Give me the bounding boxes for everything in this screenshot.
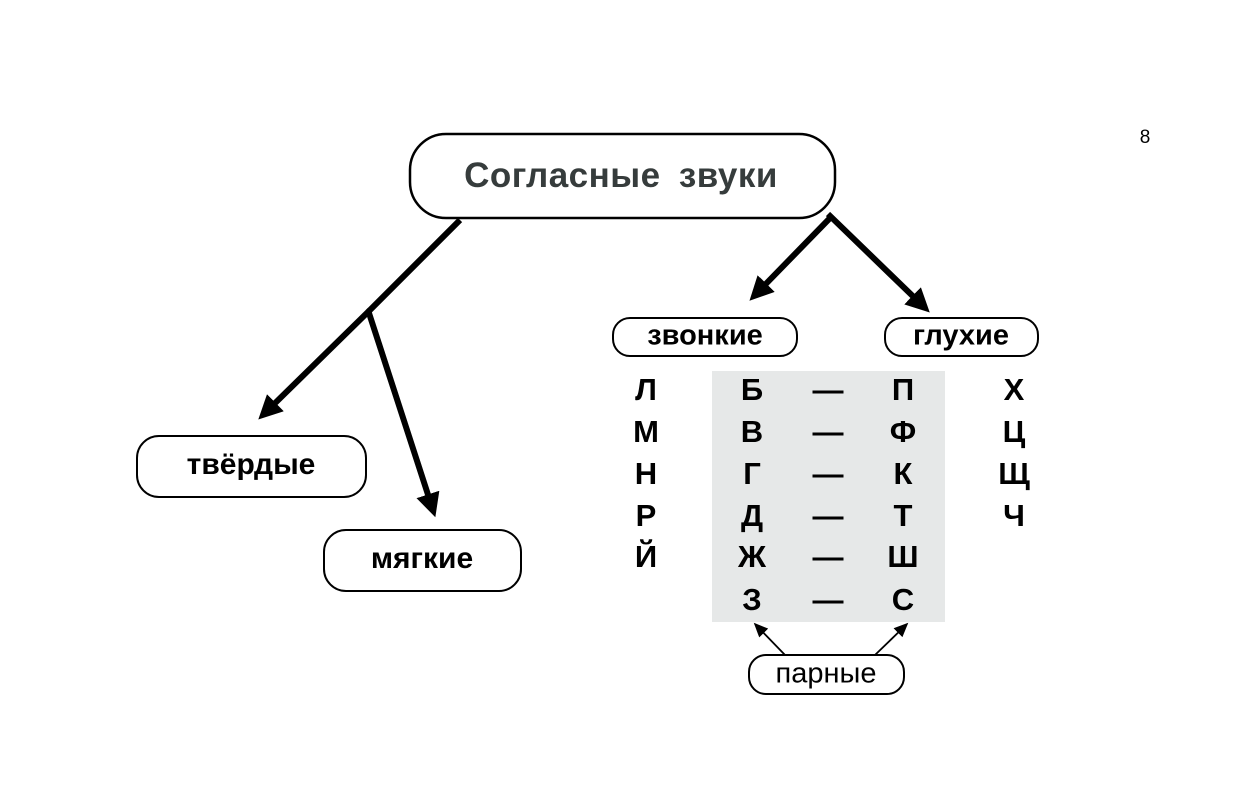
paired-voiceless-letter: Ф bbox=[889, 414, 917, 449]
arrow-soft bbox=[365, 309, 440, 518]
unpaired-voiceless-letter: Х bbox=[1003, 372, 1025, 407]
unpaired-voiced-letter: Й bbox=[634, 539, 658, 574]
hard-label: твёрдые bbox=[186, 448, 316, 481]
unpaired-voiced-letter: Л bbox=[635, 372, 657, 407]
paired-voiceless-letter: К bbox=[893, 456, 913, 491]
trunk-left bbox=[365, 217, 463, 315]
diagram-title: Согласные звуки bbox=[464, 156, 778, 195]
voiceless-label: глухие bbox=[913, 319, 1009, 352]
arrow-voiced bbox=[749, 213, 835, 301]
pair-dash: — bbox=[812, 498, 844, 533]
unpaired-voiced-letter: М bbox=[633, 414, 659, 449]
pair-dash: — bbox=[812, 456, 844, 491]
unpaired-voiceless-letter: Ц bbox=[1002, 414, 1026, 449]
pair-dash: — bbox=[812, 582, 844, 617]
unpaired-voiced-letter: Р bbox=[635, 498, 657, 533]
voiceless-box bbox=[884, 317, 1039, 357]
paired-box bbox=[748, 654, 905, 695]
paired-voiceless-letter: С bbox=[891, 582, 915, 617]
page-number: 8 bbox=[1139, 127, 1151, 148]
paired-voiced-letter: Д bbox=[740, 498, 764, 533]
paired-voiceless-letter: Т bbox=[893, 498, 913, 533]
paired-voiced-letter: В bbox=[740, 414, 764, 449]
paired-label: парные bbox=[775, 657, 877, 690]
pair-dash: — bbox=[812, 372, 844, 407]
paired-arrow-left bbox=[753, 622, 786, 656]
pair-dash: — bbox=[812, 539, 844, 574]
title-box bbox=[408, 132, 837, 220]
soft-label: мягкие bbox=[370, 542, 474, 575]
paired-voiceless-letter: Ш bbox=[887, 539, 919, 574]
unpaired-voiceless-letter: Щ bbox=[998, 456, 1030, 491]
paired-voiced-letter: Б bbox=[740, 372, 764, 407]
unpaired-voiceless-letter: Ч bbox=[1003, 498, 1025, 533]
pairs-background bbox=[712, 371, 945, 622]
paired-voiced-letter: З bbox=[742, 582, 762, 617]
hard-box bbox=[136, 435, 367, 498]
paired-voiced-letter: Ж bbox=[737, 539, 767, 574]
paired-arrow-right bbox=[874, 622, 909, 656]
arrow-voiceless bbox=[825, 211, 930, 313]
paired-voiced-letter: Г bbox=[743, 456, 761, 491]
unpaired-voiced-letter: Н bbox=[634, 456, 658, 491]
pair-dash: — bbox=[812, 414, 844, 449]
soft-box bbox=[323, 529, 522, 592]
arrow-hard bbox=[258, 307, 373, 420]
paired-voiceless-letter: П bbox=[891, 372, 915, 407]
voiced-box bbox=[612, 317, 798, 357]
voiced-label: звонкие bbox=[647, 319, 763, 352]
